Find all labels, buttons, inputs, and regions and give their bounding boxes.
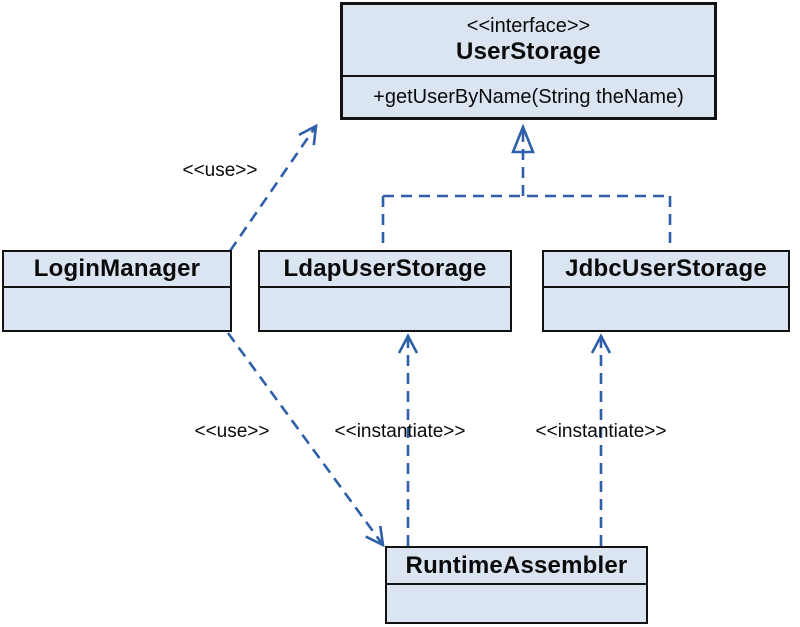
class-node-userstorage[interactable]: <<interface>> UserStorage +getUserByName… [340,2,717,120]
class-node-jdbcuserstorage[interactable]: JdbcUserStorage [542,250,790,332]
instantiate-label-right: <<instantiate>> [535,421,667,442]
loginmanager-name: LoginManager [33,255,201,283]
jdbcuserstorage-empty-compartment [544,286,788,330]
use-label-bottom: <<use>> [194,421,270,442]
loginmanager-empty-compartment [4,286,230,330]
ldapuserstorage-name: LdapUserStorage [283,255,487,283]
use-label-top: <<use>> [182,160,258,181]
runtimeassembler-empty-compartment [387,583,646,622]
userstorage-name: UserStorage [456,37,601,65]
instantiate-label-left: <<instantiate>> [334,421,466,442]
class-node-ldapuserstorage[interactable]: LdapUserStorage [258,250,512,332]
class-node-runtimeassembler[interactable]: RuntimeAssembler [385,546,648,624]
edge-use-loginmanager-userstorage [228,123,318,252]
edge-use-loginmanager-runtimeassembler [226,332,385,548]
jdbcuserstorage-name: JdbcUserStorage [565,255,767,283]
class-node-loginmanager[interactable]: LoginManager [2,250,232,332]
ldapuserstorage-empty-compartment [260,286,510,330]
userstorage-method: +getUserByName(String theName) [373,85,684,108]
userstorage-stereotype: <<interface>> [466,14,591,37]
runtimeassembler-name: RuntimeAssembler [405,551,628,579]
